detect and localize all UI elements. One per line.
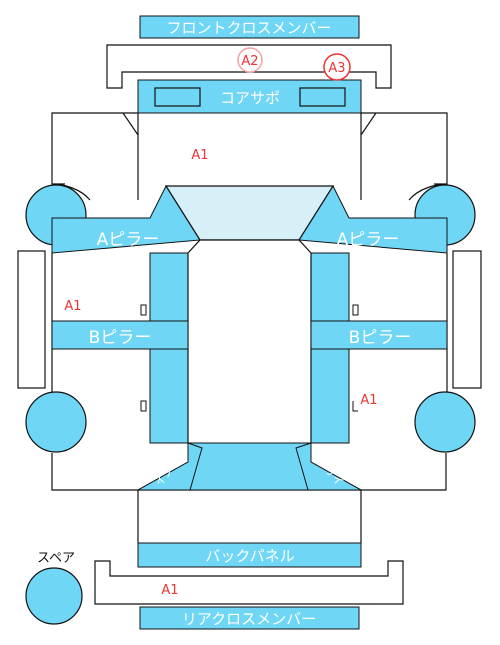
front-cross-member-label: フロントクロスメンバー — [166, 19, 331, 37]
door-mark-rear-right — [352, 401, 358, 412]
b-pillar-right-panel[interactable] — [310, 320, 448, 350]
marker-a1-left: A1 — [64, 299, 81, 314]
rear-cross-member-panel[interactable] — [139, 606, 360, 630]
a-pillar-left-label: Aピラー — [97, 230, 160, 250]
spare-tire[interactable] — [25, 567, 83, 625]
a-pillar-right-label: Aピラー — [337, 230, 400, 250]
door-mark-rear-left — [140, 400, 147, 412]
rear-cross-member-label: リアクロスメンバー — [182, 610, 316, 628]
rear-inner-left-panel[interactable] — [136, 442, 203, 491]
wheel-rear-right[interactable] — [414, 391, 476, 453]
marker-a3: A3 — [328, 61, 345, 76]
headlight-left-icon — [154, 87, 201, 107]
marker-a1-rear: A1 — [161, 583, 178, 598]
back-panel[interactable] — [137, 542, 362, 568]
right-mirror-outline — [452, 250, 482, 389]
marker-a1-right: A1 — [360, 393, 377, 408]
cabin-interior — [187, 239, 312, 449]
marker-a2: A2 — [241, 54, 258, 69]
b-pillar-left-label: Bピラー — [89, 328, 152, 348]
rear-inner-right-panel[interactable] — [295, 442, 363, 491]
spare-label: スペア — [37, 551, 75, 566]
left-mirror-outline — [17, 250, 46, 389]
front-cross-member-panel[interactable] — [139, 15, 360, 39]
core-support-label: コアサポ — [220, 89, 280, 107]
headlight-right-icon — [299, 87, 346, 107]
marker-a3-circle — [323, 53, 351, 81]
marker-a1-front: A1 — [191, 148, 208, 163]
b-pillar-left-panel[interactable] — [51, 320, 189, 350]
core-support-panel[interactable] — [137, 79, 362, 114]
marker-a2-circle — [237, 47, 263, 73]
door-mark-front-right — [352, 304, 359, 316]
door-mark-front-left — [140, 304, 147, 316]
wheel-rear-left[interactable] — [25, 391, 87, 453]
back-panel-label: バックパネル — [205, 547, 294, 565]
rear-bumper-outline — [94, 560, 404, 605]
b-pillar-right-label: Bピラー — [349, 328, 412, 348]
